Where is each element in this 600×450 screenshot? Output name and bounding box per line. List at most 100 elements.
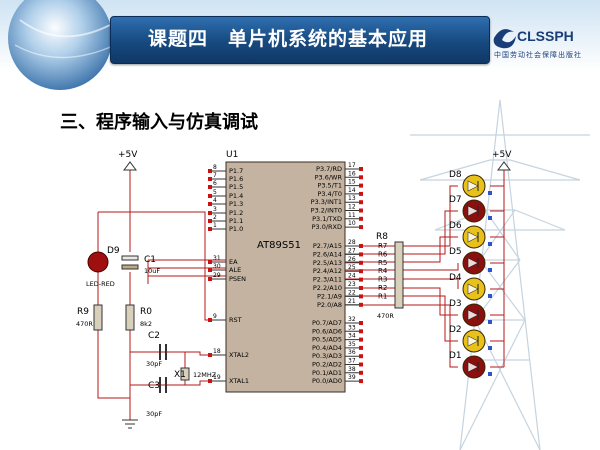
diode-symbol	[467, 361, 479, 373]
chip-pin-label: ALE	[229, 266, 241, 274]
logo-subtitle: 中国劳动社会保障出版社	[494, 51, 582, 59]
pin-marker	[488, 242, 492, 246]
chip-pin-number: 4	[213, 197, 217, 204]
chip-pin-number: 34	[348, 333, 356, 340]
chip-pin-label: P3.1/TXD	[312, 215, 342, 223]
diode-symbol	[467, 231, 479, 243]
chip-pin-label: P2.1/A9	[317, 292, 342, 300]
chip-pin-label: P1.3	[229, 200, 243, 208]
header-band	[110, 16, 490, 64]
chip-pin-number: 6	[213, 180, 217, 187]
chip-pin-label: P3.0/RXD	[312, 223, 342, 231]
pin-marker	[488, 294, 492, 298]
chip-pin-label: P0.2/AD2	[312, 361, 342, 369]
vcc-left-label: +5V	[118, 150, 138, 160]
vcc-right-label: +5V	[492, 150, 512, 160]
chip-pin-number: 9	[213, 313, 217, 320]
led-ref: D5	[449, 247, 462, 257]
chip-pin-label: P2.3/A11	[313, 276, 342, 284]
u1-part: AT89S51	[257, 240, 301, 251]
chip-pin-label: P3.7/RD	[316, 165, 342, 173]
chip-pin-label: RST	[229, 316, 242, 324]
c3-value: 30pF	[146, 410, 162, 418]
pin-marker	[488, 191, 492, 195]
pin-marker	[488, 372, 492, 376]
chip-pin-label: P0.7/AD7	[312, 319, 342, 327]
pin-marker	[359, 191, 363, 196]
chip-pin-label: EA	[229, 258, 238, 266]
diode-symbol	[467, 205, 479, 217]
pin-marker	[208, 185, 212, 189]
chip-pin-number: 17	[348, 162, 356, 169]
pin-marker	[359, 183, 363, 188]
chip-pin-number: 10	[348, 220, 356, 227]
led-d4: D4	[449, 273, 492, 301]
pin-marker	[208, 211, 212, 215]
chip-pin-label: P1.1	[229, 217, 243, 225]
chip-pin-label: P1.5	[229, 183, 243, 191]
globe-decoration	[8, 0, 116, 90]
led-d7: D7	[449, 195, 492, 223]
pin-marker	[359, 252, 363, 257]
chip-pin-number: 36	[348, 349, 356, 356]
r0-resistor: R0 8k2	[125, 304, 152, 331]
pin-marker	[208, 277, 212, 281]
circuit-wires	[97, 162, 505, 420]
led-ref: D7	[449, 195, 462, 205]
chip-pin-label: XTAL1	[229, 377, 249, 385]
led-ref: D8	[449, 170, 462, 180]
pin-marker	[359, 329, 363, 334]
chip-pin-number: 21	[348, 298, 356, 305]
resnet-pin-label: R6	[378, 250, 388, 258]
led-ref: D4	[449, 273, 462, 283]
resnet-pin-label: R4	[378, 267, 388, 275]
chip-pin-number: 19	[213, 374, 221, 381]
chip-pin-label: P0.1/AD1	[312, 369, 342, 377]
chip-pin-number: 25	[348, 264, 356, 271]
chip-pin-number: 32	[348, 316, 356, 323]
chip-pin-number: 33	[348, 324, 356, 331]
pin-marker	[208, 318, 212, 322]
pin-marker	[359, 167, 363, 171]
led-d3: D3	[449, 299, 492, 327]
c3-ref: C3	[148, 381, 160, 391]
r0-ref: R0	[140, 307, 152, 317]
diode-symbol	[467, 180, 479, 192]
resnet-pin-label: R1	[378, 292, 387, 300]
resnet-pin-label: R2	[378, 284, 387, 292]
pin-marker	[488, 346, 492, 350]
pin-marker	[359, 277, 363, 282]
led-d1: D1	[449, 351, 492, 379]
chip-pin-label: P3.6/WR	[315, 173, 343, 181]
publisher-logo	[493, 29, 516, 49]
chip-pin-label: P3.5/T1	[317, 182, 342, 190]
pin-marker	[359, 286, 363, 290]
chip-pin-label: P2.2/A10	[313, 284, 342, 292]
pin-marker	[359, 244, 363, 248]
diode-symbol	[467, 257, 479, 269]
chip-pin-label: P2.7/A15	[313, 242, 342, 250]
chip-pin-number: 11	[348, 212, 356, 219]
pin-marker	[359, 269, 363, 274]
chip-pin-label: P0.0/AD0	[312, 377, 342, 385]
pin-marker	[488, 320, 492, 324]
chip-pin-number: 18	[213, 348, 221, 355]
x1-crystal: X1 12MHZ	[174, 367, 217, 381]
c2-ref: C2	[148, 331, 160, 341]
pin-marker	[359, 200, 363, 205]
r8-ref: R8	[376, 232, 388, 242]
vcc-right: +5V	[492, 150, 512, 171]
pin-marker	[359, 294, 363, 299]
x1-ref: X1	[174, 370, 186, 380]
chip-pin-label: P3.3/INT1	[311, 198, 342, 206]
diode-symbol	[467, 335, 479, 347]
chip-pin-label: P2.4/A12	[313, 267, 342, 275]
chip-pin-number: 23	[348, 281, 356, 288]
led-d8: D8	[449, 170, 492, 198]
pin-marker	[208, 268, 212, 272]
chip-pin-number: 31	[213, 255, 221, 262]
chip-pin-number: 37	[348, 358, 356, 365]
